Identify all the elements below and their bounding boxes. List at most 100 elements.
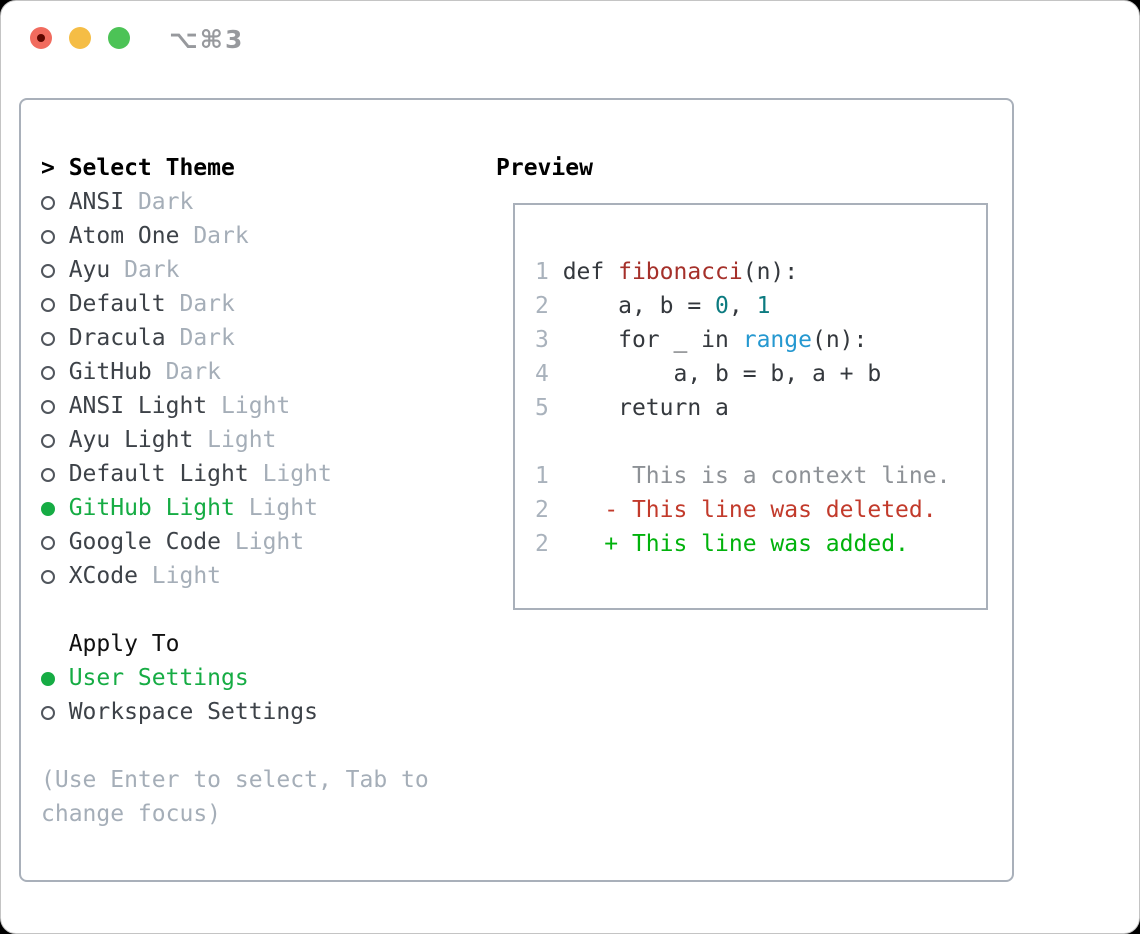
option-label: XCode [68,563,138,589]
hint-text: change focus) [41,801,222,827]
option-label: ANSI Light [68,393,208,419]
close-button[interactable] [30,27,52,49]
line-number: 3 [535,327,563,353]
theme-option-default-light[interactable]: Default Light Light [41,457,501,491]
option-variant-tag: Dark [179,325,235,351]
code-line: 1 def fibonacci(n): [535,255,986,289]
titlebar: ⌥⌘3 [1,1,1139,73]
cursor-icon: > [41,155,55,181]
theme-option-google-code[interactable]: Google Code Light [41,525,501,559]
option-label: Default Light [68,461,249,487]
select-theme-heading-label: Select Theme [68,155,235,181]
option-label: Dracula [68,325,166,351]
code-segment: (n): [742,259,799,285]
option-label: Ayu [68,257,111,283]
option-label: GitHub [68,359,152,385]
radio-unselected-icon [41,355,69,389]
spacer-row [41,729,501,763]
theme-option-github[interactable]: GitHub Dark [41,355,501,389]
radio-unselected-icon [41,287,69,321]
code-segment: a, b = [562,293,716,319]
code-segment: return a [562,395,729,421]
apply-to-heading: Apply To [41,627,501,661]
radio-selected-icon [41,661,69,695]
focus-cursor: > [41,151,69,185]
radio-unselected-icon [41,457,69,491]
option-label: Atom One [68,223,180,249]
theme-option-ansi[interactable]: ANSI Dark [41,185,501,219]
radio-unselected-icon [41,219,69,253]
select-theme-heading: > Select Theme [41,151,501,185]
radio-unselected-icon [41,389,69,423]
spacer-row [41,593,501,627]
option-variant-tag: Dark [179,291,235,317]
theme-option-default[interactable]: Default Dark [41,287,501,321]
zoom-button[interactable] [108,27,130,49]
code-line: 1 This is a context line. [535,459,986,493]
code-segment: a, b = b, a + b [562,361,882,387]
option-variant-tag: Light [262,461,332,487]
code-line: 2 + This line was added. [535,527,986,561]
apply-to-heading-label: Apply To [68,631,180,657]
code-line: 4 a, b = b, a + b [535,357,986,391]
line-number: 2 [535,293,563,319]
line-number: 1 [535,259,563,285]
code-segment: fibonacci [618,259,743,285]
unsaved-dot-icon [37,34,45,42]
option-variant-tag: Light [151,563,222,589]
code-blank-line [535,425,986,459]
code-segment: 1 [756,293,771,319]
code-segment: 0 [715,293,729,319]
option-label: Ayu Light [68,427,194,453]
code-segment: (n): [811,327,868,353]
radio-unselected-icon [41,321,69,355]
option-variant-tag: Dark [165,359,222,385]
radio-unselected-icon [41,423,69,457]
code-segment: - This line was deleted. [562,497,937,523]
radio-unselected-icon [41,525,69,559]
radio-unselected-icon [41,695,69,729]
option-variant-tag: Dark [193,223,249,249]
option-variant-tag: Light [221,393,291,419]
theme-option-ayu[interactable]: Ayu Dark [41,253,501,287]
theme-option-github-light[interactable]: GitHub Light Light [41,491,501,525]
option-label: ANSI [68,189,125,215]
code-line: 2 a, b = 0, 1 [535,289,986,323]
code-line: 3 for _ in range(n): [535,323,986,357]
theme-option-xcode[interactable]: XCode Light [41,559,501,593]
code-line: 5 return a [535,391,986,425]
window-title: ⌥⌘3 [169,25,245,54]
preview-heading: Preview [496,155,593,181]
line-number: 2 [535,497,563,523]
radio-unselected-icon [41,253,69,287]
radio-selected-icon [41,491,69,525]
code-segment: range [742,327,812,353]
option-label: Google Code [68,529,222,555]
line-number: 5 [535,395,563,421]
code-segment: + This line was added. [562,531,909,557]
option-variant-tag: Light [207,427,277,453]
code-segment: for _ in [562,327,743,353]
code-segment: def [562,259,619,285]
apply-to-option-workspace-settings[interactable]: Workspace Settings [41,695,501,729]
option-variant-tag: Dark [137,189,194,215]
line-number: 4 [535,361,563,387]
minimize-button[interactable] [69,27,91,49]
theme-option-dracula[interactable]: Dracula Dark [41,321,501,355]
theme-option-atom-one[interactable]: Atom One Dark [41,219,501,253]
hint-text: (Use Enter to select, Tab to [41,767,429,793]
theme-option-ansi-light[interactable]: ANSI Light Light [41,389,501,423]
option-variant-tag: Light [234,529,305,555]
code-segment: This is a context line. [562,463,951,489]
line-number: 1 [535,463,563,489]
apply-to-option-user-settings[interactable]: User Settings [41,661,501,695]
option-label: Default [68,291,166,317]
radio-unselected-icon [41,185,69,219]
line-number: 2 [535,531,563,557]
radio-unselected-icon [41,559,69,593]
theme-option-ayu-light[interactable]: Ayu Light Light [41,423,501,457]
